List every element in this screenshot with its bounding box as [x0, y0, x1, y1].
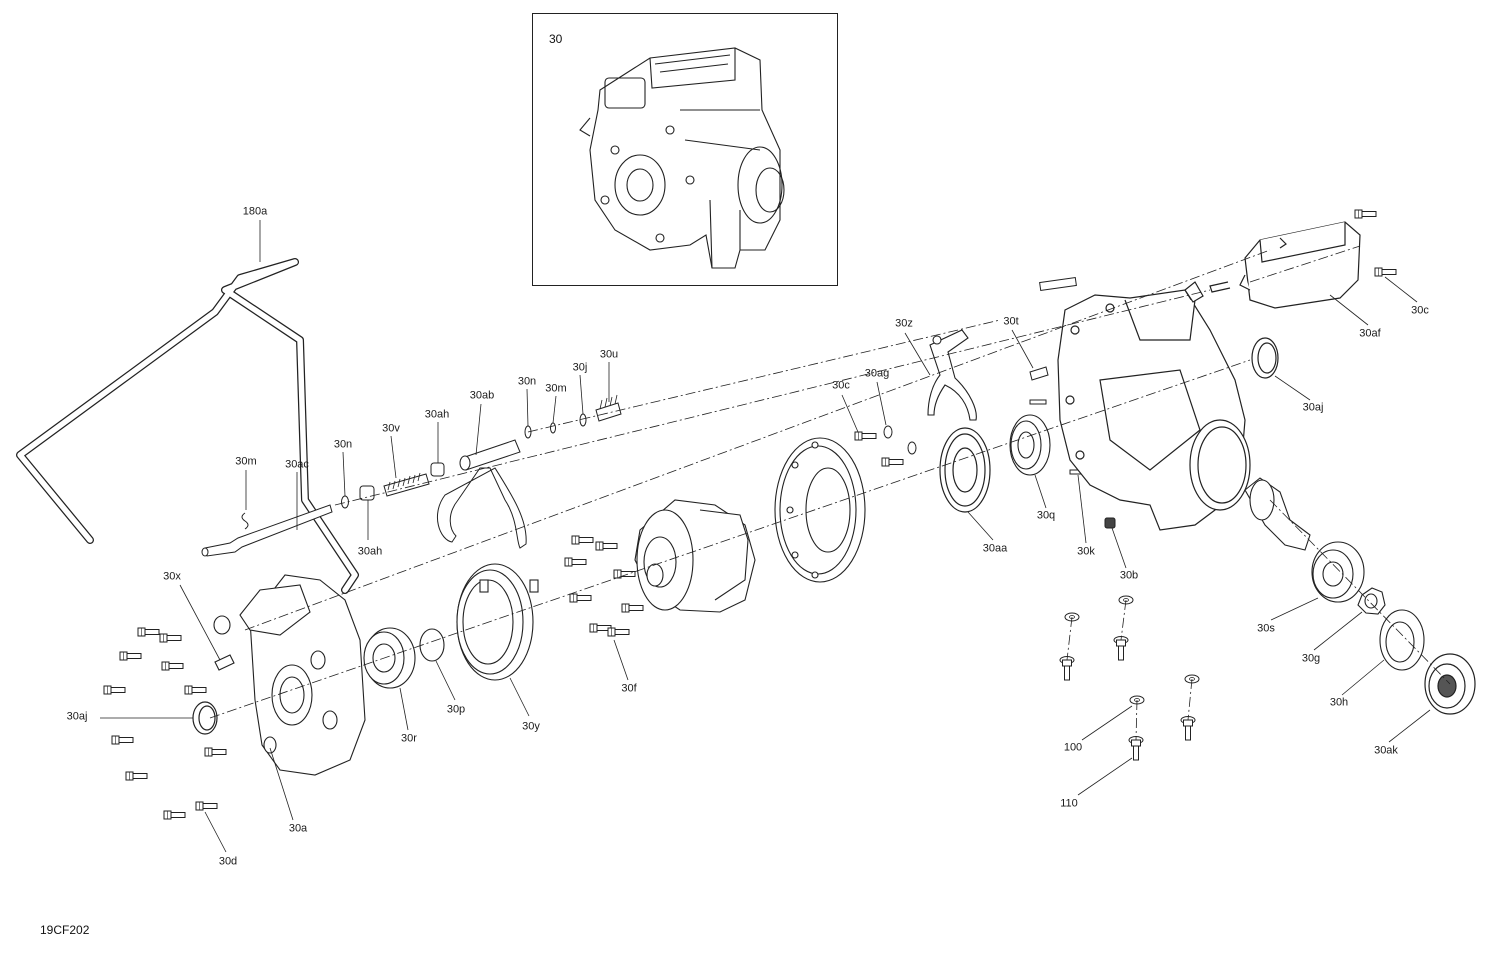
callout-30c: 30c: [1411, 304, 1429, 317]
callout-30ah: 30ah: [357, 545, 383, 558]
callout-30v: 30v: [382, 422, 400, 435]
right-housing: [1057, 281, 1251, 531]
callout-30d: 30d: [218, 855, 238, 868]
shift-parts-row: [341, 394, 622, 549]
callout-30t: 30t: [1003, 315, 1019, 328]
gasket-tag: [1039, 276, 1077, 292]
inset-label: 30: [549, 32, 563, 46]
callout-30h: 30h: [1329, 696, 1349, 709]
callout-180a: 180a: [242, 205, 268, 218]
fork-30z: [927, 329, 977, 421]
callout-30ac: 30ac: [285, 458, 309, 471]
callout-30n: 30n: [517, 375, 537, 388]
callout-30x: 30x: [163, 570, 181, 583]
callout-30ak: 30ak: [1374, 744, 1398, 757]
callout-100: 100: [1063, 741, 1083, 754]
callout-30ab: 30ab: [469, 389, 495, 402]
spring-30t: [1029, 366, 1049, 381]
callout-30a: 30a: [288, 822, 308, 835]
right-seal-30aj: [1251, 337, 1279, 379]
inset-frame: 30: [532, 13, 838, 286]
shift-shaft-30ac: [201, 504, 333, 557]
bearing-30q: [1009, 414, 1051, 476]
cover-30y: [456, 563, 539, 681]
callout-30z: 30z: [895, 317, 913, 330]
callout-30m: 30m: [235, 455, 257, 468]
left-cover-30a: [213, 574, 366, 776]
callout-30q: 30q: [1036, 509, 1056, 522]
callout-110: 110: [1060, 797, 1078, 810]
callout-30af: 30af: [1359, 327, 1381, 340]
actuator-30af: [1209, 221, 1361, 309]
callout-30g: 30g: [1301, 652, 1321, 665]
bearing-30s: [1311, 541, 1365, 603]
callout-30j: 30j: [572, 361, 588, 374]
inset-assembly-drawing: [579, 47, 785, 269]
bearing-30r: [363, 627, 416, 689]
callout-30ag: 30ag: [864, 367, 890, 380]
ring-gear: [774, 437, 866, 583]
plug-30b: [1104, 517, 1116, 529]
plate-30aa: [939, 427, 991, 513]
leader-lines: [100, 220, 1431, 853]
callout-30n: 30n: [333, 438, 353, 451]
callout-30u: 30u: [599, 348, 619, 361]
assembly-axes: [209, 245, 1451, 741]
washers-100: [1064, 595, 1200, 705]
callout-30aj: 30aj: [66, 710, 88, 723]
differential-assembly: [634, 499, 756, 613]
oring-30p: [419, 628, 445, 662]
callout-30k: 30k: [1077, 545, 1095, 558]
callout-30y: 30y: [522, 720, 540, 733]
callout-30ah: 30ah: [424, 408, 450, 421]
callout-30c: 30c: [832, 379, 850, 392]
ring-30h: [1379, 609, 1425, 671]
mid-fasteners: [854, 425, 917, 467]
figure-code: 19CF202: [40, 923, 90, 937]
pin-30k-top: [1029, 399, 1047, 405]
actuator-screw-top: [1354, 209, 1377, 219]
breather-hose-180a: [16, 258, 359, 594]
actuator-screw-30c: [1374, 267, 1397, 277]
callout-30m: 30m: [545, 382, 567, 395]
callout-30r: 30r: [401, 732, 417, 745]
callout-30b: 30b: [1119, 569, 1139, 582]
nut-30g: [1357, 587, 1386, 615]
left-seal-30aj: [192, 701, 218, 735]
callout-30s: 30s: [1257, 622, 1275, 635]
callout-30p: 30p: [446, 703, 466, 716]
pinion-shaft: [1244, 477, 1311, 551]
callout-30f: 30f: [621, 682, 637, 695]
callout-30aj: 30aj: [1302, 401, 1324, 414]
bolts-30f: [564, 535, 644, 637]
callout-30aa: 30aa: [982, 542, 1008, 555]
